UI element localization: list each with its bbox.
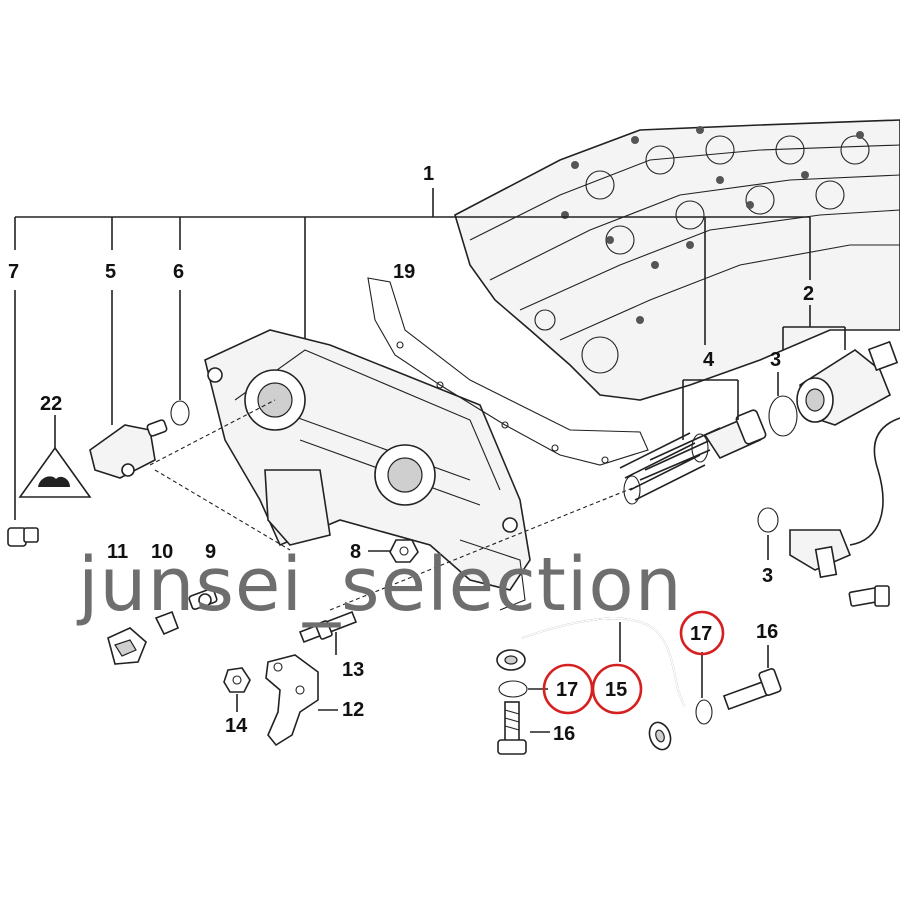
callout-17-right: 17 (690, 623, 712, 645)
sensor-2 (796, 340, 899, 426)
callout-11: 11 (107, 541, 128, 563)
callout-1: 1 (423, 163, 434, 185)
bracket-12 (265, 654, 319, 747)
warning-triangle-icon (18, 446, 92, 498)
callout-12: 12 (342, 699, 364, 721)
spring (619, 427, 721, 505)
o-ring-3 (768, 395, 798, 437)
solenoid-valve (703, 409, 767, 460)
washer-17b (695, 699, 713, 725)
sensor-right (789, 417, 900, 579)
callout-4: 4 (703, 349, 715, 371)
callout-22: 22 (40, 393, 62, 415)
callout-16-left: 16 (553, 723, 575, 745)
oil-line-15 (496, 617, 685, 751)
bolt-7 (7, 527, 39, 547)
o-ring-right (757, 507, 779, 533)
highlight-15 (591, 663, 643, 715)
callout-3-right: 3 (762, 565, 773, 587)
o-ring-6 (170, 400, 190, 426)
callout-10: 10 (151, 541, 173, 563)
watermark-text: junsei_selection (78, 542, 683, 628)
callout-8: 8 (350, 541, 361, 563)
cylinder-head (454, 119, 900, 401)
callout-5: 5 (105, 261, 116, 283)
callout-17-left: 17 (556, 679, 578, 701)
stud-13 (298, 610, 358, 644)
callout-2: 2 (803, 283, 814, 305)
bolt-16a (497, 701, 527, 755)
callout-6: 6 (173, 261, 184, 283)
dashed-guide-2 (154, 469, 291, 551)
callout-3: 3 (770, 349, 781, 371)
callout-13: 13 (342, 659, 364, 681)
washer-17a (498, 680, 528, 698)
gasket (367, 277, 649, 466)
sensor-5 (89, 419, 168, 479)
callout-9: 9 (205, 541, 216, 563)
dashed-guide-1 (149, 399, 276, 466)
nut-8 (389, 539, 419, 563)
callout-14: 14 (225, 715, 248, 737)
leader-lines-1 (14, 188, 811, 350)
callout-7: 7 (8, 261, 19, 283)
callout-16-right: 16 (756, 621, 778, 643)
callout-15: 15 (605, 679, 627, 701)
nut-14 (223, 667, 251, 693)
bolt-9 (188, 588, 218, 610)
bolt-16b (722, 668, 782, 711)
callout-19: 19 (393, 261, 415, 283)
highlight-17-right (679, 610, 725, 656)
plug-11 (107, 627, 147, 665)
bolt-right (848, 585, 890, 607)
screw-10 (154, 610, 180, 636)
